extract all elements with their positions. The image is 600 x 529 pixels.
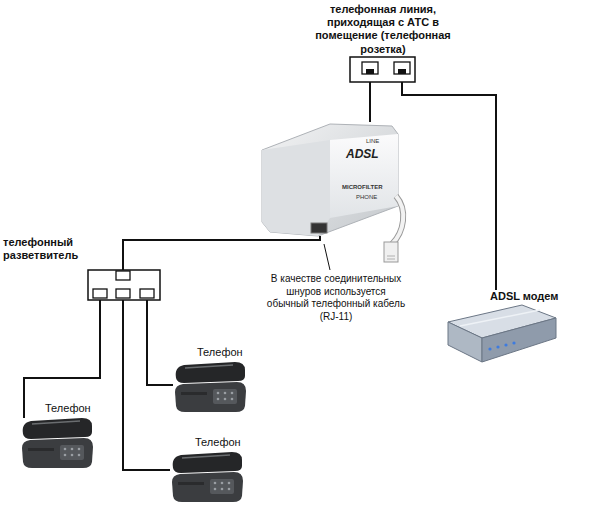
- leader-line: [324, 244, 330, 270]
- phone-socket: телефонная линия, приходящая с АТС в пом…: [350, 57, 415, 82]
- modem-side: [482, 318, 556, 362]
- microfilter-body: [262, 124, 398, 236]
- phone-drawing: [175, 362, 246, 412]
- socket-caption: телефонная линия, приходящая с АТС в пом…: [295, 3, 471, 56]
- phone-cable: [402, 82, 496, 290]
- socket-port: [394, 62, 410, 74]
- microfilter-port: [311, 223, 327, 233]
- telephone: Телефон: [170, 452, 244, 502]
- splitter-body: [88, 270, 160, 300]
- phone-drawing: [172, 452, 243, 502]
- splitter-drawing: [88, 270, 160, 300]
- callout-note: В качестве соединительных шнуров использ…: [266, 273, 406, 323]
- splitter-caption: телефонный разветвитель: [3, 236, 87, 262]
- modem-led: [512, 341, 515, 344]
- phone-drawing: [22, 418, 93, 468]
- modem-front: [448, 322, 482, 362]
- modem-led: [496, 345, 499, 348]
- device-label: PHONE: [356, 194, 377, 200]
- plug-contacts: [387, 256, 395, 259]
- splitter-port: [116, 271, 130, 280]
- socket-body: [350, 57, 415, 82]
- phone-cable: [147, 300, 173, 385]
- socket-contact: [398, 69, 406, 74]
- socket-contact: [366, 69, 374, 74]
- modem-highlight: [460, 310, 540, 326]
- splitter-port: [116, 289, 130, 298]
- modem-drawing: [448, 305, 556, 362]
- microfilter-side: [262, 140, 330, 236]
- device-label: ADSL: [346, 148, 379, 160]
- phone-cable: [24, 300, 100, 418]
- phone-cable: [123, 236, 320, 270]
- phone-caption: Телефон: [45, 402, 91, 415]
- socket-port: [362, 62, 378, 74]
- cord: [392, 196, 403, 244]
- phone-caption: Телефон: [195, 436, 241, 449]
- phone-cable: [369, 82, 371, 122]
- cord-outline: [392, 196, 403, 244]
- microfilter-face: [330, 134, 398, 218]
- microfilter-drawing: [262, 124, 403, 262]
- device-label: LINE: [366, 138, 379, 144]
- adsl-microfilter: LINE ADSL MICROFILTER PHONE: [262, 122, 398, 236]
- socket-drawing: [350, 57, 415, 82]
- modem-led: [488, 347, 491, 350]
- rj11-plug: [384, 242, 398, 262]
- modem-led: [504, 343, 507, 346]
- phone-cable: [123, 300, 170, 470]
- splitter-port: [140, 289, 154, 298]
- modem-caption: ADSL модем: [490, 290, 558, 303]
- adsl-modem: ADSL модем: [446, 290, 566, 363]
- splitter-port: [93, 289, 107, 298]
- telephone: Телефон: [20, 418, 94, 468]
- telephone: Телефон: [173, 362, 247, 412]
- phone-splitter: телефонный разветвитель: [88, 270, 160, 300]
- device-label: MICROFILTER: [342, 184, 383, 190]
- phone-caption: Телефон: [197, 346, 243, 359]
